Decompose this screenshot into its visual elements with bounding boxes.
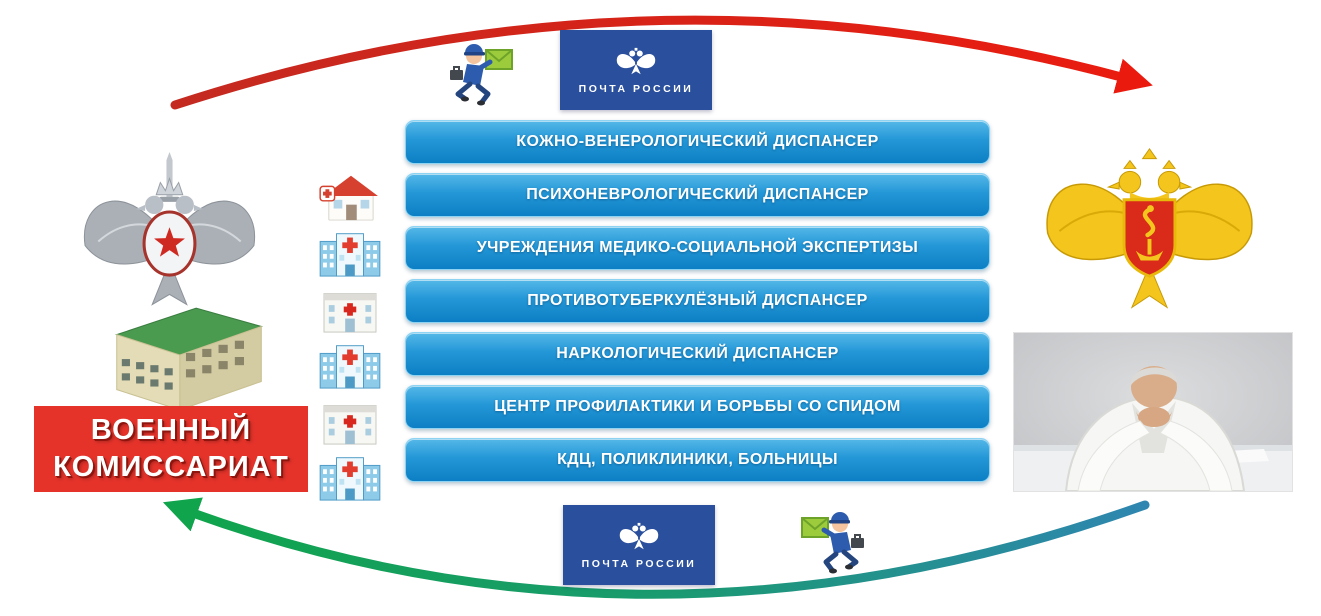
russian-post-label-bottom: ПОЧТА РОССИИ (581, 557, 697, 570)
banner-line-1: ВОЕННЫЙ (90, 414, 252, 446)
hospital-icons-column (308, 170, 392, 502)
institution-box-tub: ПРОТИВОТУБЕРКУЛЁЗНЫЙ ДИСПАНСЕР (405, 279, 990, 323)
military-commissariat-banner: ВОЕННЫЙ КОМИССАРИАТ (34, 406, 308, 492)
russian-post-label-top: ПОЧТА РОССИИ (578, 82, 694, 95)
hospital-icon (318, 226, 382, 278)
hospital-icon (318, 450, 382, 502)
postman-bottom-icon (788, 508, 868, 580)
russian-post-panel-bottom: ПОЧТА РОССИИ (563, 505, 715, 585)
russian-post-eagle-icon (615, 521, 663, 553)
hospital-icon (318, 338, 382, 390)
russian-post-eagle-icon (612, 46, 660, 78)
institution-box-nark: НАРКОЛОГИЧЕСКИЙ ДИСПАНСЕР (405, 332, 990, 376)
institution-box-kvd: КОЖНО-ВЕНЕРОЛОГИЧЕСКИЙ ДИСПАНСЕР (405, 120, 990, 164)
medical-institutions-list: КОЖНО-ВЕНЕРОЛОГИЧЕСКИЙ ДИСПАНСЕР ПСИХОНЕ… (405, 120, 990, 482)
commissariat-building-image (106, 300, 270, 412)
institution-box-kdc: КДЦ, ПОЛИКЛИНИКИ, БОЛЬНИЦЫ (405, 438, 990, 482)
hospital-icon (318, 170, 382, 222)
russian-post-panel-top: ПОЧТА РОССИИ (560, 30, 712, 110)
hospital-icon (318, 282, 382, 334)
military-emblem-icon (72, 152, 267, 330)
institution-box-spid: ЦЕНТР ПРОФИЛАКТИКИ И БОРЬБЫ СО СПИДОМ (405, 385, 990, 429)
hospital-icon (318, 394, 382, 446)
institution-box-pnd: ПСИХОНЕВРОЛОГИЧЕСКИЙ ДИСПАНСЕР (405, 173, 990, 217)
banner-line-2: КОМИССАРИАТ (53, 451, 289, 483)
postman-top-icon (446, 40, 526, 112)
health-ministry-emblem-icon (1032, 138, 1267, 334)
institution-box-mse: УЧРЕЖДЕНИЯ МЕДИКО-СОЦИАЛЬНОЙ ЭКСПЕРТИЗЫ (405, 226, 990, 270)
doctor-photo (1014, 333, 1292, 492)
